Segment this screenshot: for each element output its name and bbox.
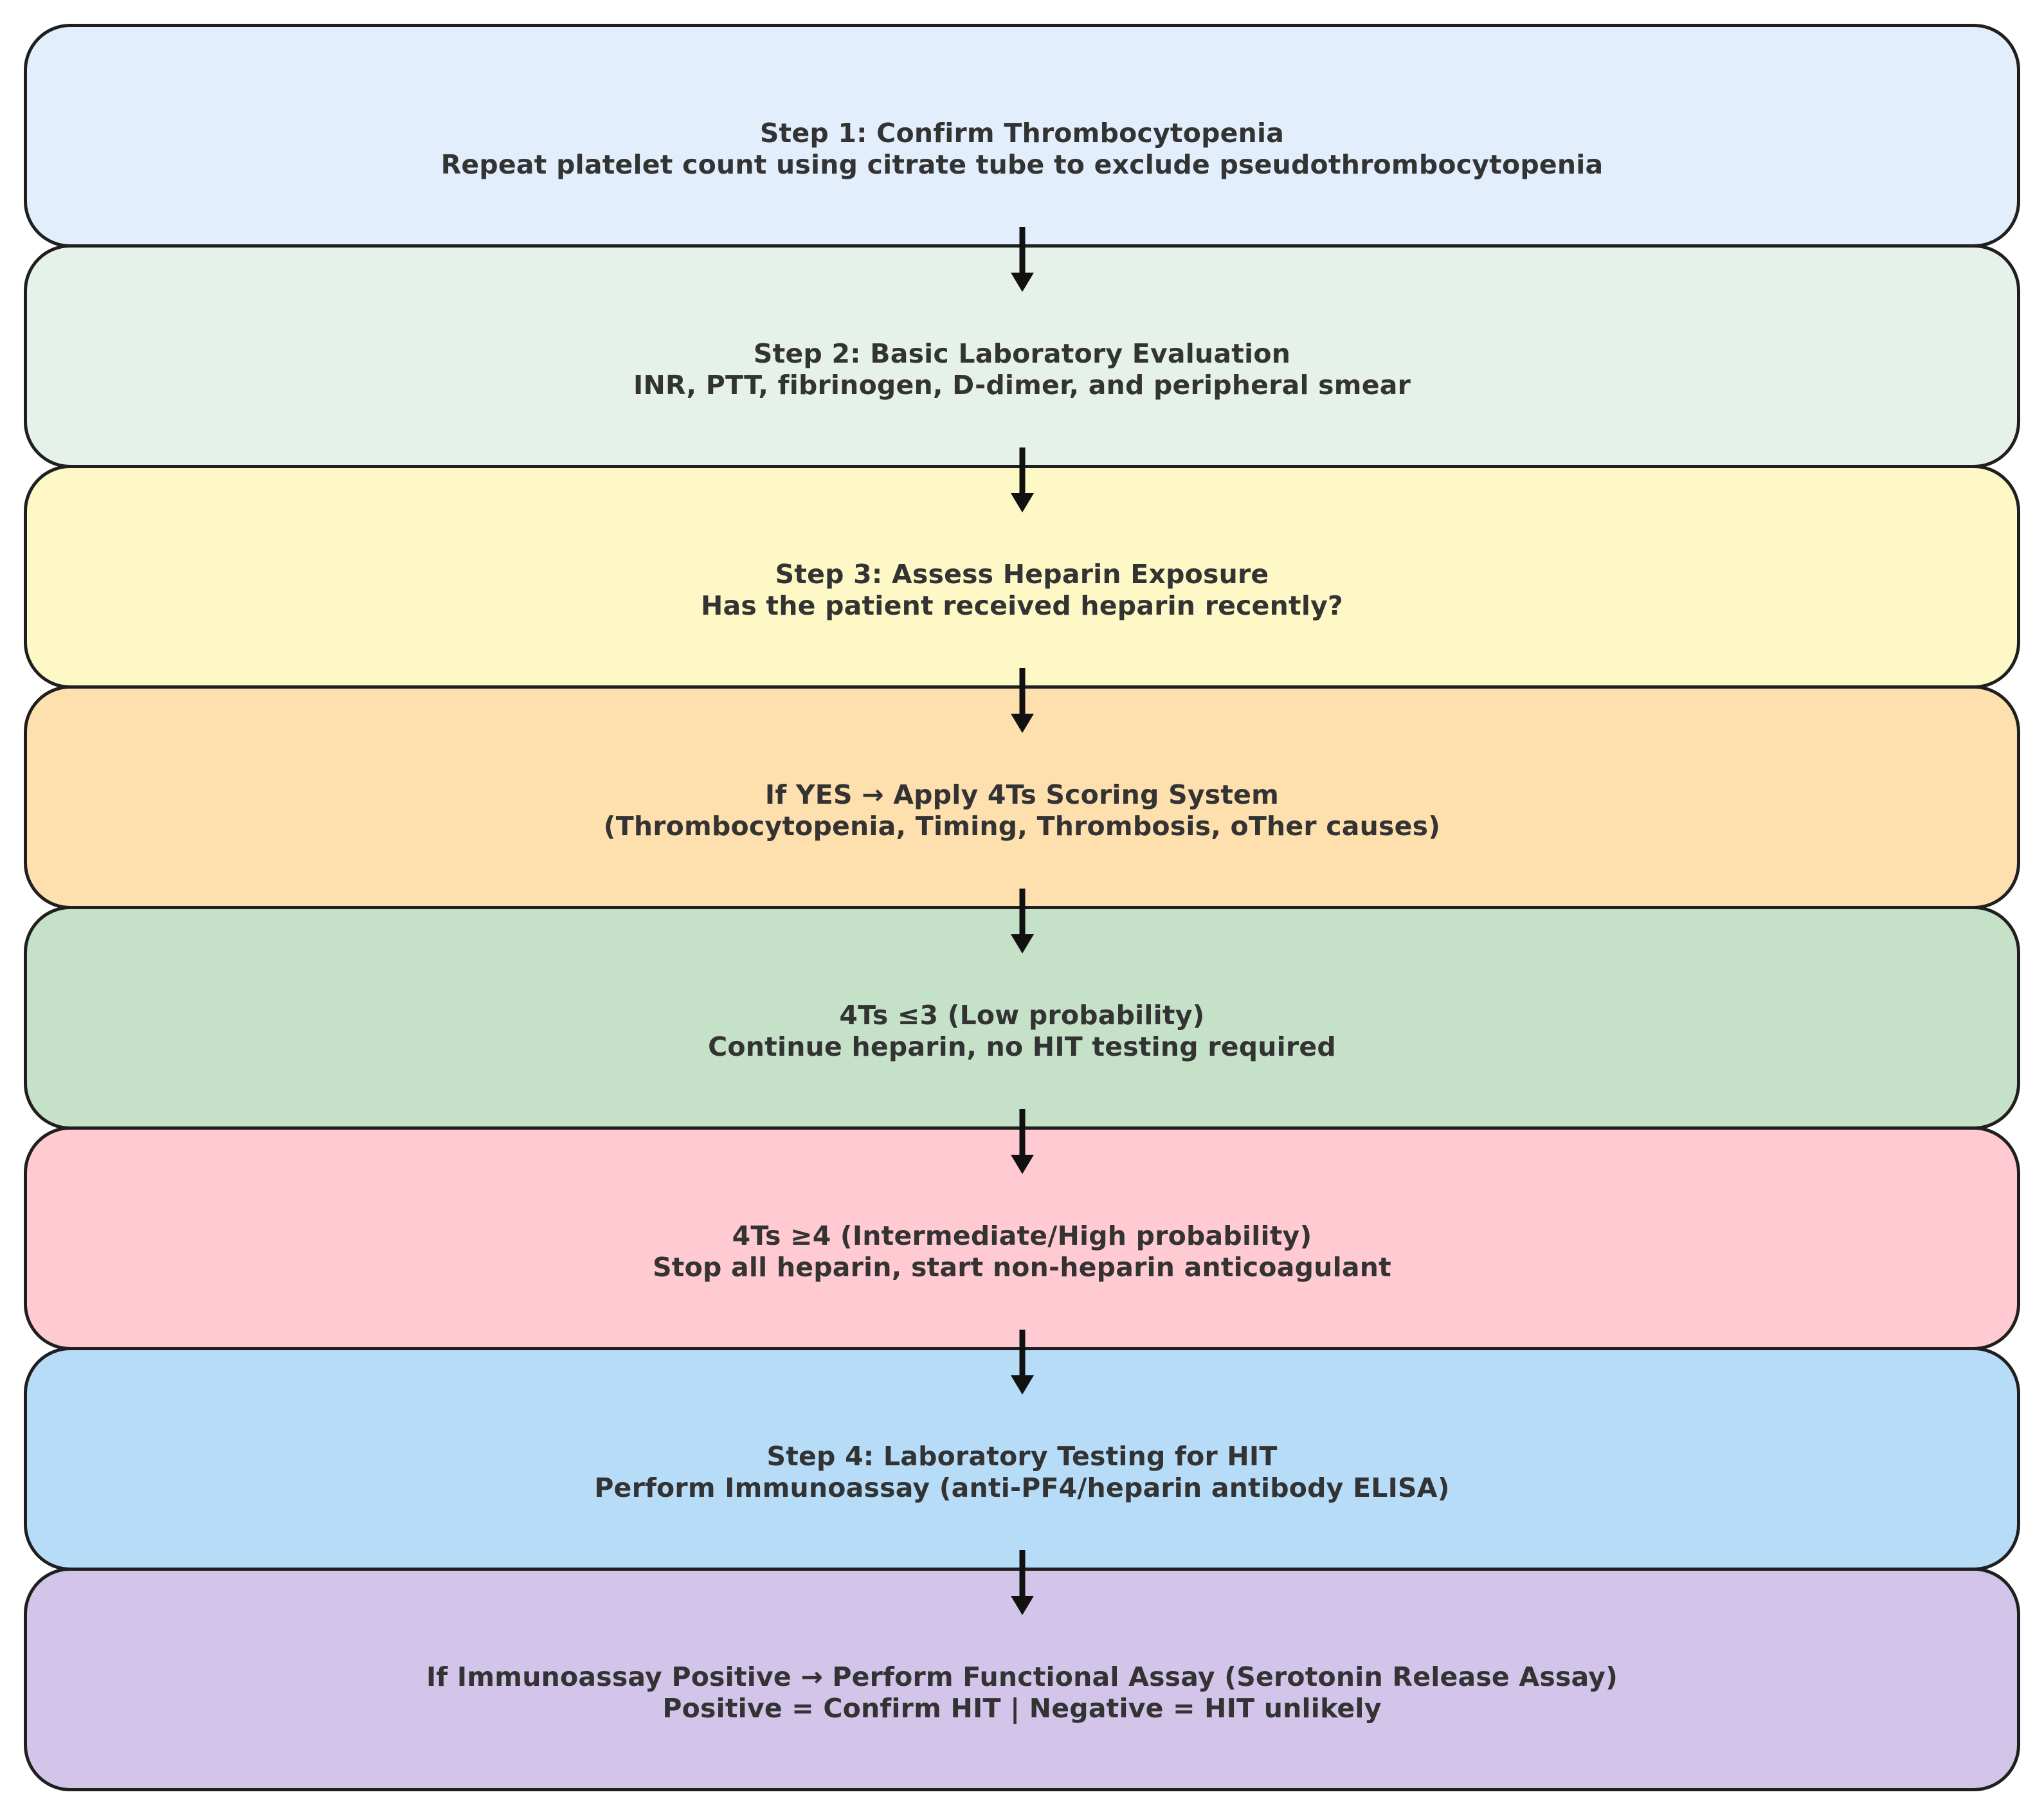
flow-box-step-1-confirm-thrombocytopenia: Step 1: Confirm Thrombocytopenia Repeat … xyxy=(24,24,2020,248)
box-title: 4Ts ≤3 (Low probability) xyxy=(839,1000,1205,1031)
down-arrow-icon xyxy=(1009,1330,1035,1395)
arrow-shaft xyxy=(1019,668,1025,714)
down-arrow-icon xyxy=(1009,447,1035,512)
arrow-head xyxy=(1010,934,1034,954)
box-title: Step 2: Basic Laboratory Evaluation xyxy=(753,338,1291,369)
box-subtitle: Repeat platelet count using citrate tube… xyxy=(440,149,1604,180)
arrow-shaft xyxy=(1019,1550,1025,1596)
box-subtitle: Perform Immunoassay (anti-PF4/heparin an… xyxy=(594,1472,1450,1503)
box-title: If Immunoassay Positive → Perform Functi… xyxy=(426,1661,1618,1692)
box-subtitle: Positive = Confirm HIT | Negative = HIT … xyxy=(662,1693,1382,1724)
box-subtitle: Stop all heparin, start non-heparin anti… xyxy=(653,1252,1391,1283)
down-arrow-icon xyxy=(1009,668,1035,733)
down-arrow-icon xyxy=(1009,889,1035,954)
arrow-head xyxy=(1010,1596,1034,1615)
arrow-shaft xyxy=(1019,227,1025,273)
box-title: 4Ts ≥4 (Intermediate/High probability) xyxy=(732,1220,1312,1251)
box-subtitle: (Thrombocytopenia, Timing, Thrombosis, o… xyxy=(603,811,1441,842)
arrow-shaft xyxy=(1019,447,1025,494)
box-title: Step 4: Laboratory Testing for HIT xyxy=(766,1441,1278,1472)
arrow-head xyxy=(1010,714,1034,733)
arrow-head xyxy=(1010,273,1034,292)
arrow-head xyxy=(1010,493,1034,512)
down-arrow-icon xyxy=(1009,1550,1035,1615)
box-title: Step 1: Confirm Thrombocytopenia xyxy=(759,118,1285,149)
down-arrow-icon xyxy=(1009,227,1035,292)
box-title: Step 3: Assess Heparin Exposure xyxy=(775,559,1269,590)
box-title: If YES → Apply 4Ts Scoring System xyxy=(764,779,1280,810)
box-subtitle: INR, PTT, fibrinogen, D-dimer, and perip… xyxy=(633,370,1411,401)
arrow-shaft xyxy=(1019,889,1025,935)
down-arrow-icon xyxy=(1009,1109,1035,1174)
box-subtitle: Continue heparin, no HIT testing require… xyxy=(708,1031,1336,1062)
arrow-shaft xyxy=(1019,1109,1025,1155)
arrow-shaft xyxy=(1019,1330,1025,1376)
arrow-head xyxy=(1010,1375,1034,1395)
arrow-head xyxy=(1010,1155,1034,1174)
box-subtitle: Has the patient received heparin recentl… xyxy=(700,590,1344,621)
